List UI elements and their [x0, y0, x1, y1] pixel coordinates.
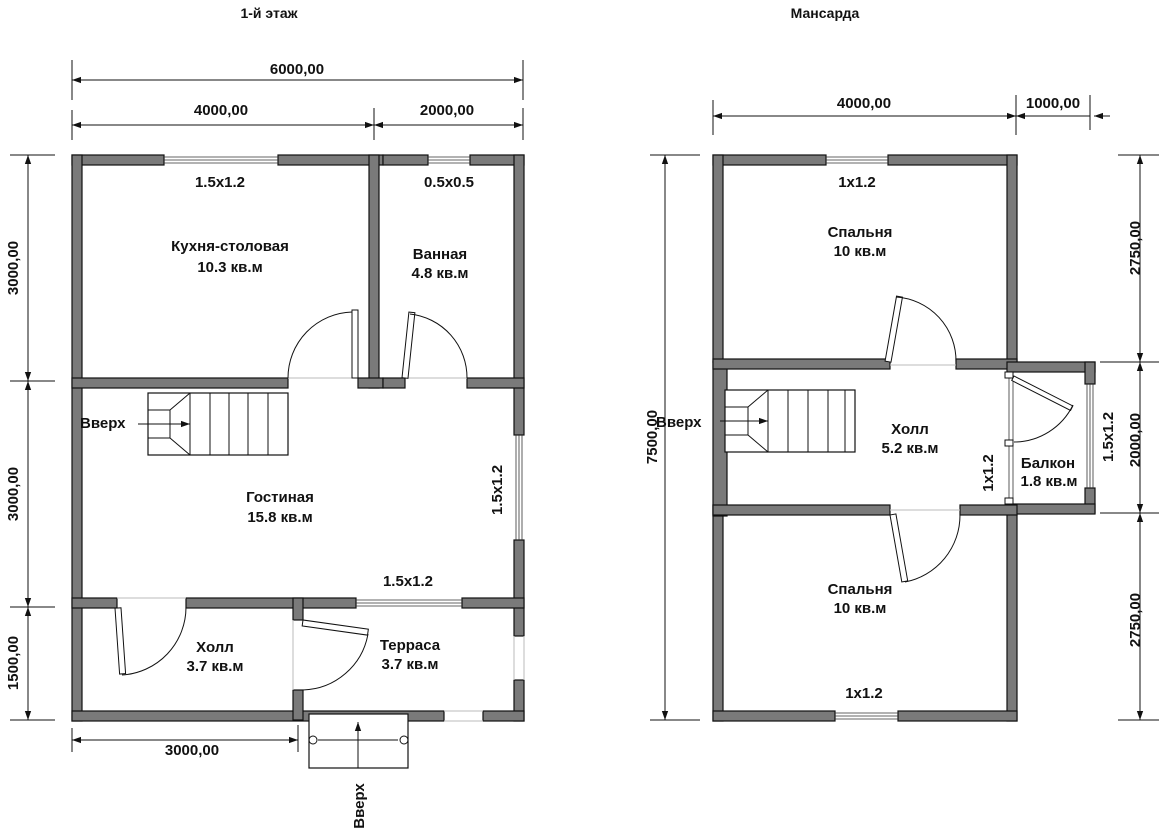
bed2-area: 10 кв.м: [834, 600, 887, 617]
terrace-name: Терраса: [380, 637, 441, 654]
floor2-dimensions: 4000,00 1000,00 7500,00 2750,00 2000,00 …: [644, 95, 1159, 721]
living-name: Гостиная: [246, 489, 314, 506]
terrace-area: 3.7 кв.м: [381, 656, 438, 673]
floor1-porch: [308, 713, 409, 769]
living-bottom-window-label: 1.5х1.2: [383, 573, 433, 590]
balcony-area: 1.8 кв.м: [1020, 473, 1077, 490]
kitchen-window-label: 1.5х1.2: [195, 174, 245, 191]
floor1-openings: [114, 156, 525, 722]
dim-total-height: 7500,00: [644, 410, 661, 464]
bed1-area: 10 кв.м: [834, 243, 887, 260]
balcony-door-label: 1х1.2: [980, 454, 997, 492]
balcony-name: Балкон: [1021, 455, 1075, 472]
kitchen-area: 10.3 кв.м: [197, 259, 262, 276]
floor1-stairs: [138, 392, 289, 456]
bath-name: Ванная: [413, 246, 467, 263]
dim-right-bottom: 2750,00: [1127, 593, 1144, 647]
floor1-title: 1-й этаж: [240, 5, 298, 21]
dim-balcony-width: 1000,00: [1026, 95, 1080, 112]
balcony-side-window-label: 1.5х1.2: [1100, 412, 1117, 462]
hall1-area: 3.7 кв.м: [186, 658, 243, 675]
dim-left-width: 4000,00: [194, 102, 248, 119]
floor2-stairs-label: Вверх: [656, 414, 702, 431]
floor1-porch-label: Вверх: [351, 783, 368, 829]
kitchen-name: Кухня-столовая: [171, 238, 289, 255]
bed2-name: Спальня: [828, 581, 893, 598]
hall2-name: Холл: [891, 421, 929, 438]
living-area: 15.8 кв.м: [247, 509, 312, 526]
dim-left-top: 3000,00: [5, 241, 22, 295]
floor1-stairs-label: Вверх: [80, 415, 126, 432]
dim-bottom-width: 3000,00: [165, 742, 219, 759]
floor2-stairs: [720, 389, 856, 453]
floor1-dimensions: 6000,00 4000,00 2000,00 3000,00 3000,00 …: [5, 60, 524, 759]
bath-area: 4.8 кв.м: [411, 265, 468, 282]
dim-left-middle: 3000,00: [5, 467, 22, 521]
floor2-title: Мансарда: [791, 5, 860, 21]
dim-right-width: 2000,00: [420, 102, 474, 119]
bed1-name: Спальня: [828, 224, 893, 241]
dim-left-bottom: 1500,00: [5, 636, 22, 690]
bed2-window-label: 1х1.2: [845, 685, 883, 702]
hall2-area: 5.2 кв.м: [881, 440, 938, 457]
hall1-name: Холл: [196, 639, 234, 656]
dim-right-middle: 2000,00: [1127, 413, 1144, 467]
living-right-window-label: 1.5х1.2: [489, 465, 506, 515]
dim-total-width: 6000,00: [270, 61, 324, 78]
dim-main-width: 4000,00: [837, 95, 891, 112]
dim-right-top: 2750,00: [1127, 221, 1144, 275]
bath-window-label: 0.5х0.5: [424, 174, 474, 191]
floor2-openings: [826, 156, 1094, 720]
floor1-walls: [71, 154, 525, 722]
bed1-window-label: 1х1.2: [838, 174, 876, 191]
